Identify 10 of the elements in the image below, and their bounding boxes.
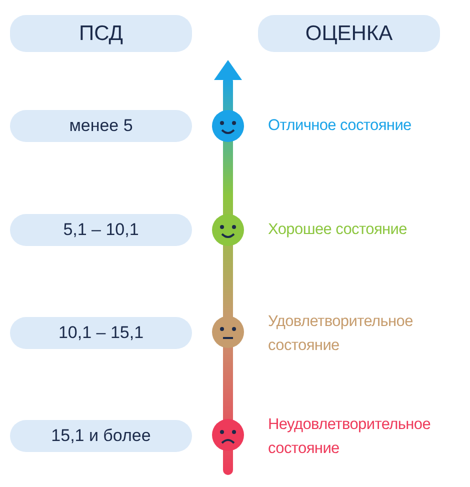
- rating-label: Неудовлетворительное состояние: [268, 415, 432, 459]
- value-range-pill: менее 5: [10, 110, 192, 142]
- value-range-pill: 10,1 – 15,1: [10, 317, 192, 349]
- rating-label: Хорошее состояние: [268, 220, 408, 240]
- value-range-pill: 5,1 – 10,1: [10, 214, 192, 246]
- column-header: ПСД: [10, 15, 192, 52]
- column-header: ОЦЕНКА: [258, 15, 440, 52]
- rating-label: Отличное состояние: [268, 116, 412, 136]
- rating-label: Удовлетворительное состояние: [268, 312, 414, 356]
- value-range-pill: 15,1 и более: [10, 420, 192, 452]
